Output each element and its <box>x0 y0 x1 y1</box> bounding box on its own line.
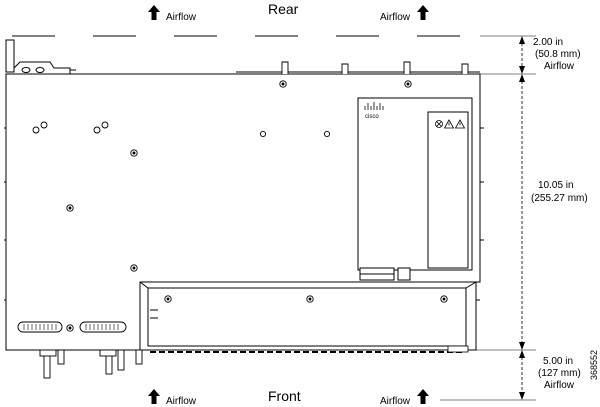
up-arrow-icon <box>148 5 160 20</box>
rear-airflow-label-left: Airflow <box>148 5 197 23</box>
cisco-logo-icon: cisco <box>364 102 384 120</box>
dim-label-rear: 2.00 in (50.8 mm) Airflow <box>533 37 581 72</box>
top-plate-screws <box>66 80 448 332</box>
svg-text:Airflow: Airflow <box>544 61 575 72</box>
front-pins <box>39 349 143 379</box>
front-tray <box>139 281 477 351</box>
up-arrow-icon <box>417 5 429 20</box>
dim-label-front: 5.00 in (127 mm) Airflow <box>538 356 581 391</box>
hole <box>32 126 40 134</box>
rear-airflow-label-right: Airflow <box>380 5 429 23</box>
rear-label: Rear <box>268 1 299 17</box>
dim-label-chassis: 10.05 in (255.27 mm) <box>531 180 588 204</box>
dim-arrow-icon <box>519 36 525 74</box>
warning-panel <box>427 111 469 269</box>
hole <box>101 121 109 129</box>
up-arrow-icon <box>417 389 429 404</box>
cisco-wordmark: cisco <box>365 114 379 120</box>
front-tray-bevel <box>139 281 477 289</box>
svg-text:Airflow: Airflow <box>544 380 575 391</box>
device-chassis <box>4 39 484 351</box>
svg-text:10.05 in: 10.05 in <box>538 180 574 191</box>
front-rail-end <box>447 345 469 353</box>
svg-text:2.00 in: 2.00 in <box>533 37 563 48</box>
connector-right <box>79 321 127 333</box>
front-label: Front <box>268 388 301 404</box>
hole <box>93 126 101 134</box>
airflow-label: Airflow <box>380 396 411 407</box>
hole <box>40 121 48 129</box>
up-arrow-icon <box>148 389 160 404</box>
svg-text:(255.27 mm): (255.27 mm) <box>531 193 588 204</box>
label-tab-square <box>397 267 411 281</box>
warning-icons <box>435 119 466 129</box>
rear-post-left <box>21 67 31 73</box>
rear-post-left-2 <box>35 67 45 73</box>
airflow-label: Airflow <box>166 12 197 23</box>
hole <box>323 130 331 138</box>
rear-studs <box>281 61 469 74</box>
front-airflow-label-right: Airflow <box>380 389 429 407</box>
top-plate-holes <box>32 121 331 138</box>
svg-text:(127 mm): (127 mm) <box>538 368 581 379</box>
svg-text:5.00 in: 5.00 in <box>543 356 573 367</box>
rear-mount-bracket <box>5 39 15 73</box>
figure-number: 368552 <box>589 350 599 380</box>
hole <box>259 130 267 138</box>
airflow-label: Airflow <box>380 12 411 23</box>
front-airflow-label-left: Airflow <box>148 389 197 407</box>
airflow-label: Airflow <box>166 396 197 407</box>
svg-text:(50.8 mm): (50.8 mm) <box>535 49 581 60</box>
front-connectors <box>17 321 127 333</box>
